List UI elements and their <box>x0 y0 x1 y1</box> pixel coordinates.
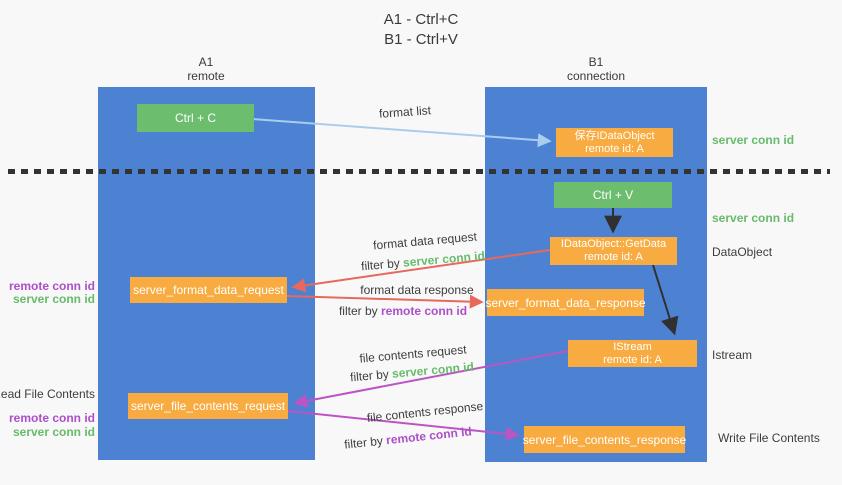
dotted-divider-line <box>8 169 830 174</box>
arrow-format-data-request <box>291 249 551 293</box>
node-save-idataobject: 保存IDataObject remote id: A <box>556 128 673 157</box>
lane-a1-name: A1 <box>198 55 214 69</box>
arrow-format-list <box>252 118 552 148</box>
node-server-file-contents-request: server_file_contents_request <box>128 393 288 419</box>
node-idataobject-getdata-line1: IDataObject::GetData <box>560 238 667 250</box>
label-dataobject: DataObject <box>712 245 773 259</box>
lane-a1-type: remote <box>187 69 225 83</box>
label-write-file-contents: Write File Contents <box>718 431 820 445</box>
node-server-format-data-request-label: server_format_data_request <box>133 283 284 297</box>
title-line-1: A1 - Ctrl+C <box>383 11 459 28</box>
remote-conn-id-text: remote conn id <box>381 304 468 318</box>
edge-label-filter-remote-1: filter by remote conn id <box>339 304 467 318</box>
arrow-getdata-to-istream <box>652 264 679 336</box>
arrow-file-contents-response <box>287 410 520 441</box>
label-remote-conn-id-format: remote conn id <box>8 279 95 293</box>
filter-by-text: filter by <box>338 304 378 318</box>
lane-header-b1: B1 connection <box>536 55 656 83</box>
diagram-title: A1 - Ctrl+C B1 - Ctrl+V <box>0 10 842 50</box>
edge-label-format-data-response: format data response <box>360 283 474 297</box>
lane-b1-type: connection <box>566 69 626 83</box>
node-server-file-contents-response: server_file_contents_response <box>522 426 687 453</box>
arrow-file-contents-request <box>293 350 569 408</box>
node-save-idataobject-line1: 保存IDataObject <box>574 129 655 142</box>
node-istream-line1: IStream <box>613 340 652 353</box>
node-server-format-data-response: server_format_data_response <box>485 289 646 316</box>
node-ctrl-c-label: Ctrl + C <box>174 111 216 125</box>
node-server-format-data-request: server_format_data_request <box>130 277 287 303</box>
node-ctrl-c: Ctrl + C <box>137 104 254 132</box>
arrow-format-data-response <box>286 294 484 309</box>
label-istream: Istream <box>712 348 753 362</box>
node-istream: IStream remote id: A <box>568 340 697 367</box>
label-remote-conn-id-file: remote conn id <box>8 411 95 425</box>
node-server-format-data-response-label: server_format_data_response <box>485 295 646 310</box>
node-server-file-contents-request-label: server_file_contents_request <box>130 399 286 413</box>
node-ctrl-v: Ctrl + V <box>554 182 672 208</box>
title-line-2: B1 - Ctrl+V <box>384 31 458 48</box>
node-save-idataobject-line2: remote id: A <box>585 142 644 155</box>
label-read-file-contents: Read File Contents <box>0 387 95 401</box>
label-server-conn-id-file: server conn id <box>12 425 95 439</box>
lane-b1-name: B1 <box>588 55 604 69</box>
label-server-conn-id-format: server conn id <box>12 292 95 306</box>
node-idataobject-getdata-line2: remote id: A <box>584 251 643 263</box>
node-ctrl-v-label: Ctrl + V <box>592 188 634 202</box>
node-idataobject-getdata: IDataObject::GetData remote id: A <box>550 237 677 265</box>
lane-header-a1: A1 remote <box>146 55 266 83</box>
label-server-conn-id-mid: server conn id <box>712 211 795 225</box>
node-server-file-contents-response-label: server_file_contents_response <box>522 432 687 447</box>
label-server-conn-id-top: server conn id <box>712 133 795 147</box>
node-istream-line2: remote id: A <box>603 353 662 366</box>
